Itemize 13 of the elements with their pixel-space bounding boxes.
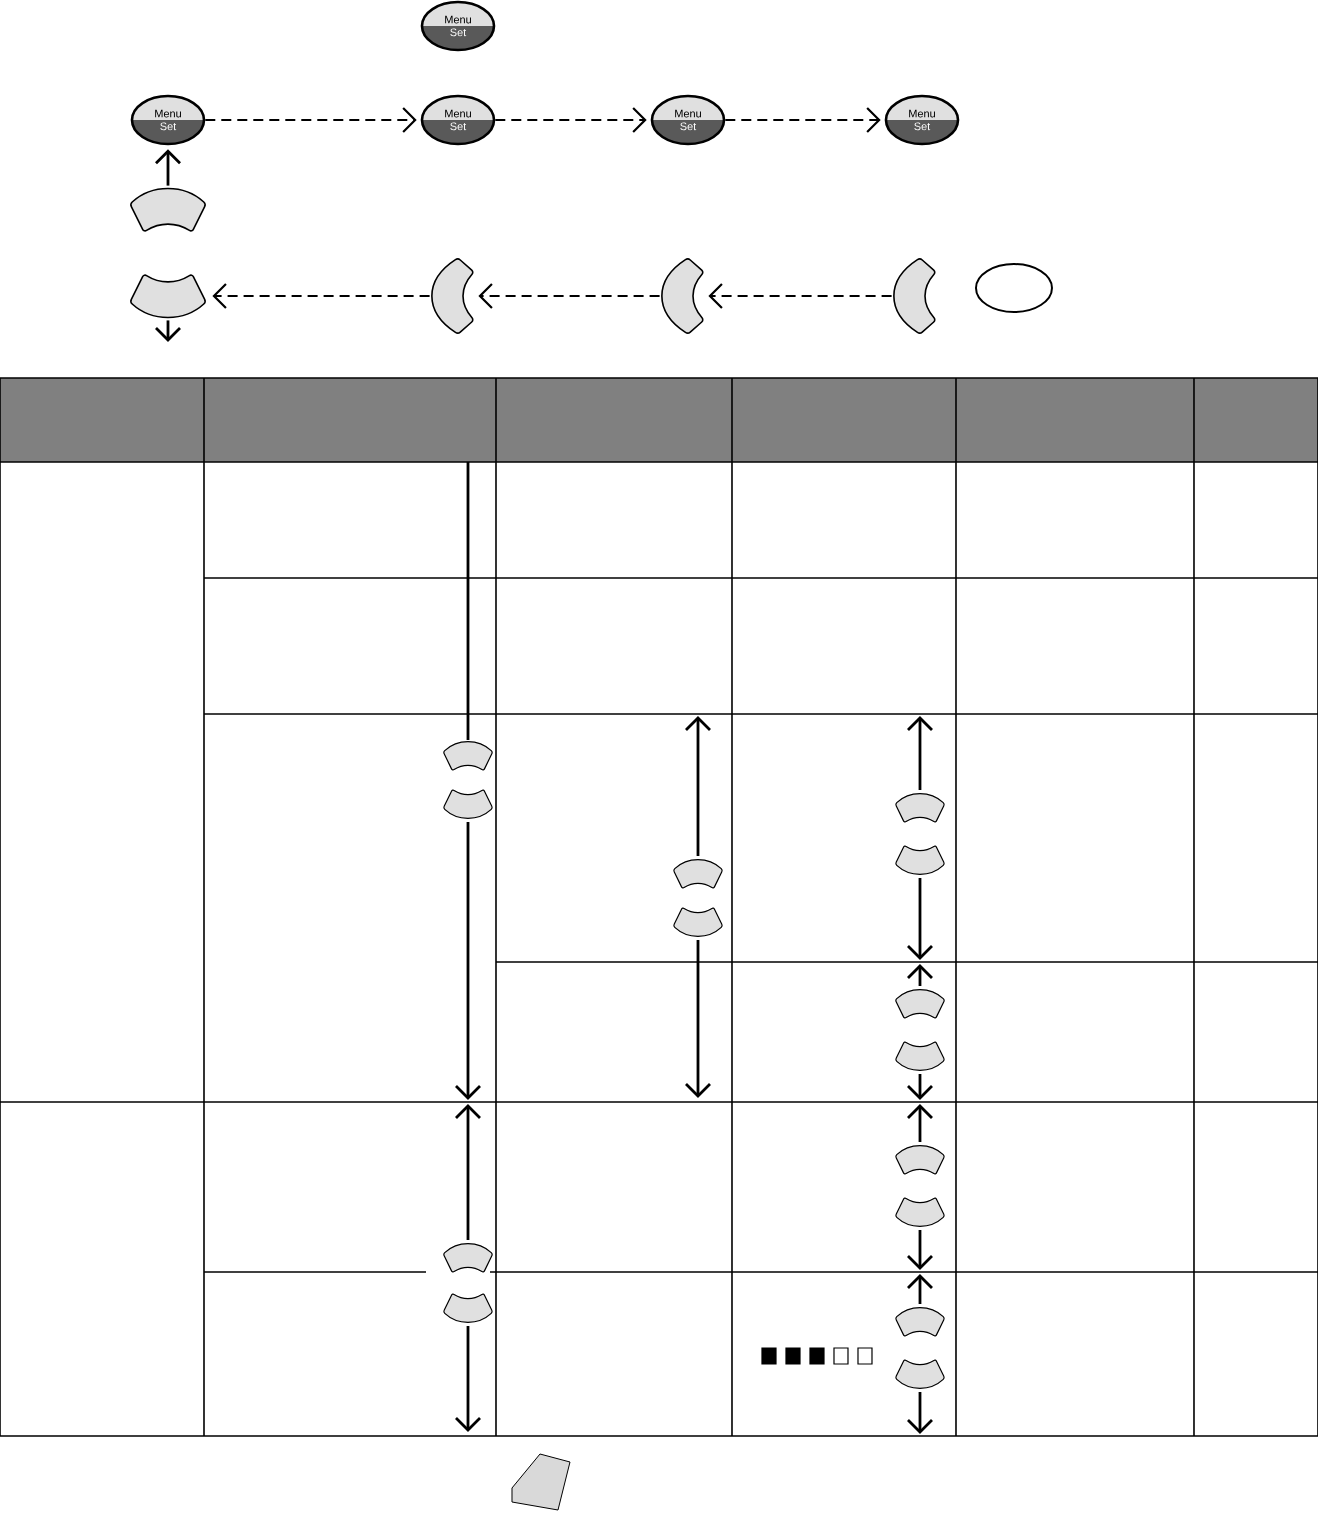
arrow [205, 107, 417, 133]
arrow [725, 107, 881, 133]
arrow-key [130, 187, 206, 232]
arrow-key [130, 274, 206, 319]
arrow [708, 283, 892, 309]
arrow-key [893, 258, 936, 334]
arrow-key [431, 258, 474, 334]
arrow [495, 107, 647, 133]
arrow-key [661, 258, 704, 334]
arrow [212, 283, 430, 309]
oval-button [975, 263, 1053, 313]
arrow [155, 149, 181, 186]
arrow [478, 283, 660, 309]
